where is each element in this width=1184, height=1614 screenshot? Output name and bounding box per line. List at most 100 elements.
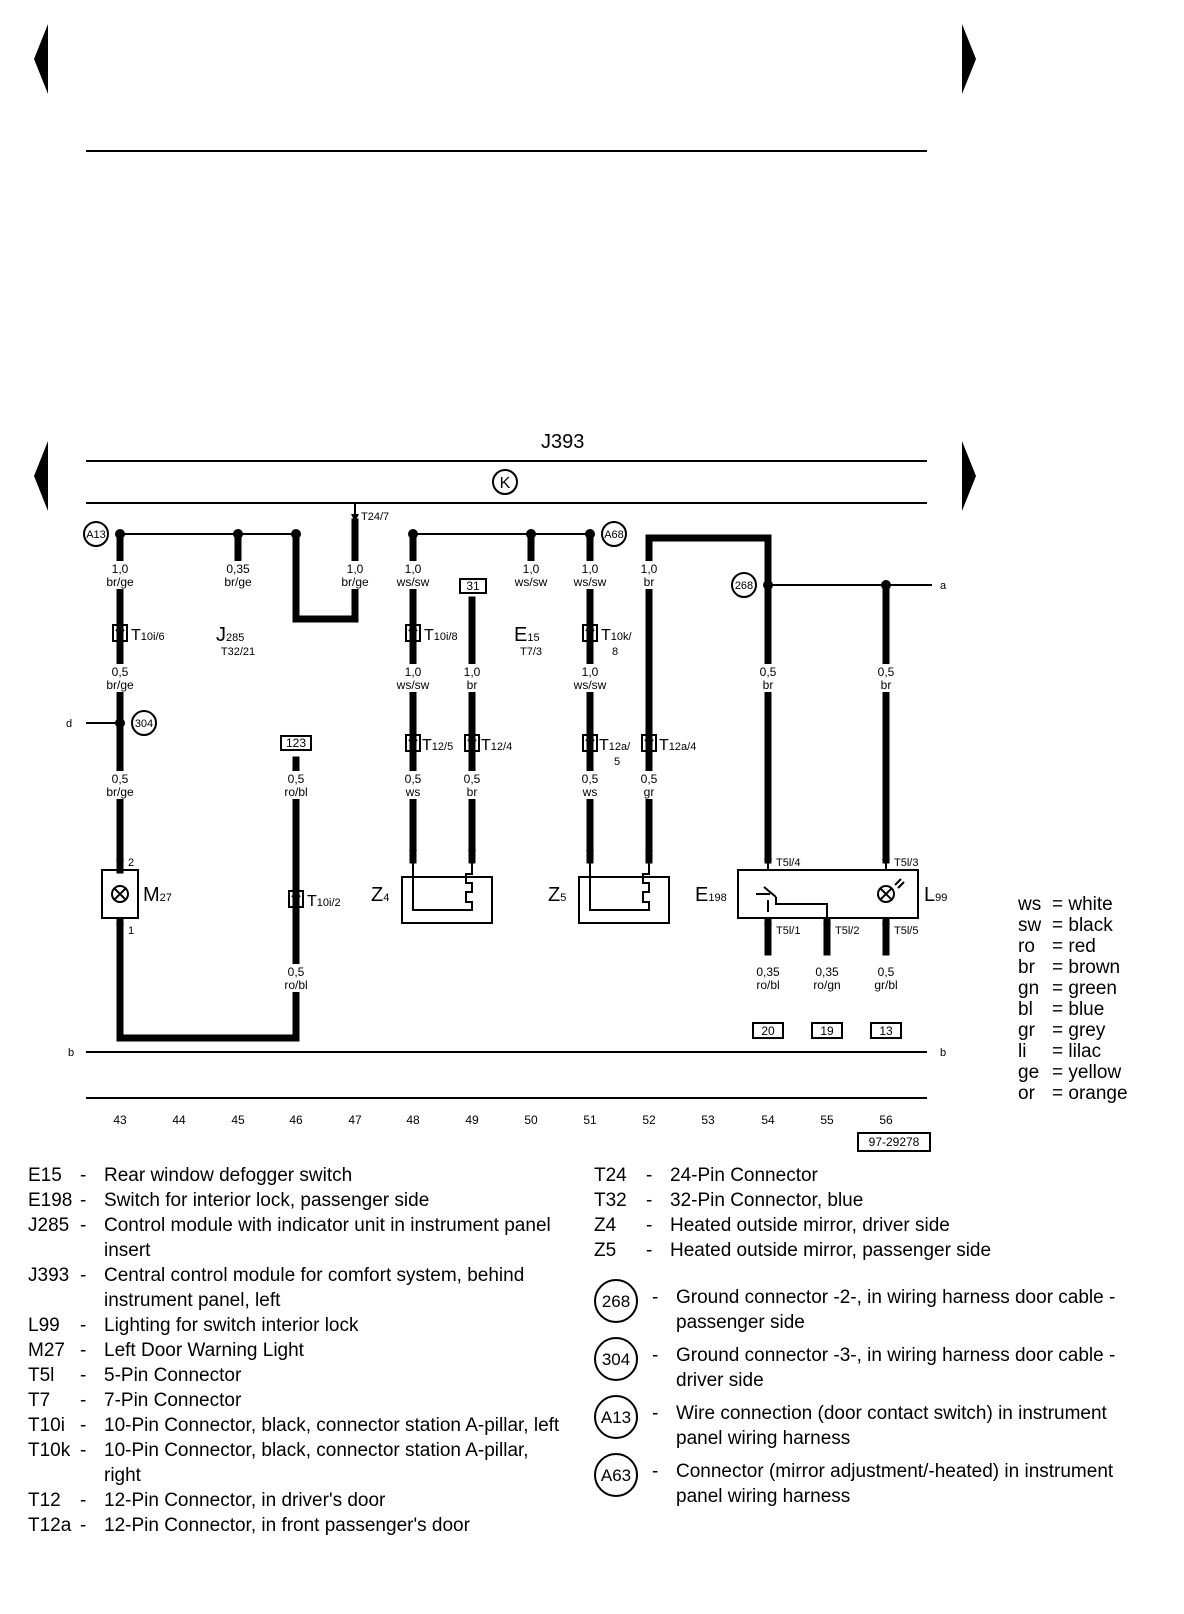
svg-text:1: 1 [128,925,134,937]
legend-code: T10i [28,1415,65,1436]
color-key-row: bl= blue [1018,999,1128,1020]
legend-dash: - [646,1190,653,1211]
svg-text:ws/sw: ws/sw [573,575,607,589]
legend-code: T12a [28,1515,72,1536]
wire-label: 0,5 gr [632,771,666,799]
wire-label: 0,5 br [455,771,489,799]
color-key-row: gn= green [1018,978,1128,999]
legend-dash: - [80,1215,87,1236]
svg-text:ws/sw: ws/sw [514,575,548,589]
svg-text:E15: E15 [514,624,540,646]
lamp-icon [111,885,129,903]
track-number: 54 [761,1113,775,1127]
terminal-box-13: 13 [870,1022,902,1039]
svg-text:1,0: 1,0 [582,665,599,679]
svg-text:T12/4: T12/4 [481,737,512,754]
legend-dash: - [646,1215,653,1236]
prev-section-arrow[interactable] [34,441,48,511]
track-number: 50 [524,1113,538,1127]
svg-text:0,5: 0,5 [288,772,305,786]
legend-code: T5l [28,1365,55,1386]
svg-text:J285: J285 [216,624,244,646]
svg-text:0,5: 0,5 [878,965,895,979]
legend-dash: - [80,1365,87,1386]
svg-text:0,5: 0,5 [112,665,129,679]
svg-text:1,0: 1,0 [464,665,481,679]
color-name: lilac [1068,1041,1102,1062]
ground-304-label: 304 [135,718,153,730]
connector-t10i8: T10i/8 [405,624,458,644]
legend-desc: Left Door Warning Light [104,1340,304,1361]
legend-item: T12-12-Pin Connector, in driver's door [28,1488,568,1513]
track-numbers: 43 44 45 46 47 48 49 50 51 52 53 54 55 5… [113,1113,893,1127]
legend-desc: 32-Pin Connector, blue [670,1190,864,1211]
track-number: 56 [879,1113,893,1127]
color-code: bl [1018,999,1033,1020]
svg-text:0,5: 0,5 [878,665,895,679]
legend-dash: - [80,1265,87,1286]
track-number: 53 [701,1113,715,1127]
legend-dash: - [80,1190,87,1211]
track-number: 46 [289,1113,303,1127]
ground-a13-icon [83,521,109,547]
svg-text:ws/sw: ws/sw [573,678,607,692]
color-name: grey [1068,1020,1106,1041]
color-key-row: ro= red [1018,936,1128,957]
svg-text:0,5: 0,5 [641,772,658,786]
e198-l99-component: T5l/4 T5l/3 T5l/1 T5l/2 T5l/5 E198 L99 [695,850,947,937]
terminal-box-19: 19 [811,1022,843,1039]
svg-text:T5l/4: T5l/4 [776,857,800,869]
legend-dash: - [80,1440,87,1461]
wire-label: 0,5 gr/bl [874,965,897,992]
wire-label: 1,0 ws/sw [568,664,612,692]
prev-page-arrow[interactable] [34,24,48,94]
legend-item: Z5-Heated outside mirror, passenger side [594,1238,1124,1263]
next-page-arrow[interactable] [962,24,976,94]
svg-text:br/ge: br/ge [106,785,134,799]
svg-text:br: br [763,678,774,692]
j285-label: J285 T32/21 [214,622,264,658]
svg-text:ws: ws [582,785,598,799]
color-code: br [1018,957,1035,978]
svg-text:0,35: 0,35 [815,965,839,979]
svg-text:1,0: 1,0 [582,562,599,576]
ground-a68-label: A68 [604,529,624,541]
svg-text:31: 31 [466,579,480,593]
color-code: gr [1018,1020,1035,1041]
connector-t124: T12/4 [464,734,512,754]
legend-dash: - [652,1461,659,1482]
drawing-number: 97-29278 [857,1132,931,1152]
svg-text:T10k/: T10k/ [601,627,633,644]
color-eq: = [1052,978,1069,999]
legend-item: T12a-12-Pin Connector, in front passenge… [28,1513,568,1538]
svg-text:br/ge: br/ge [224,575,252,589]
legend-desc: 12-Pin Connector, in driver's door [104,1490,386,1511]
svg-text:ws/sw: ws/sw [396,575,430,589]
svg-text:gr/bl: gr/bl [874,978,897,992]
legend-code: T7 [28,1390,51,1411]
svg-text:0,5: 0,5 [760,665,777,679]
wire-label: 0,5 br/ge [100,664,140,692]
legend-ground-item: A13-Wire connection (door contact switch… [594,1395,1124,1451]
svg-text:ro/bl: ro/bl [756,978,779,992]
svg-text:L99: L99 [924,884,947,906]
next-section-arrow[interactable] [962,441,976,511]
wire-label: 0,5 ws [396,771,430,799]
svg-text:M27: M27 [143,884,172,906]
legend-dash: - [652,1403,659,1424]
svg-text:123: 123 [286,736,306,750]
terminal-box-123: 123 [280,735,312,751]
legend-desc: Heated outside mirror, driver side [670,1215,950,1236]
wire-label: 0,35 ro/bl [756,965,780,992]
color-name: blue [1068,999,1105,1020]
svg-text:ro/bl: ro/bl [284,978,307,992]
legend-desc: Ground connector -3-, in wiring harness … [676,1345,1116,1391]
color-name: black [1068,915,1113,936]
heater-icon [412,860,473,911]
wire-label: 1,0 br [632,561,666,589]
m27-component: 2 1 M27 [101,852,172,937]
legend-desc: Central control module for comfort syste… [104,1265,525,1311]
